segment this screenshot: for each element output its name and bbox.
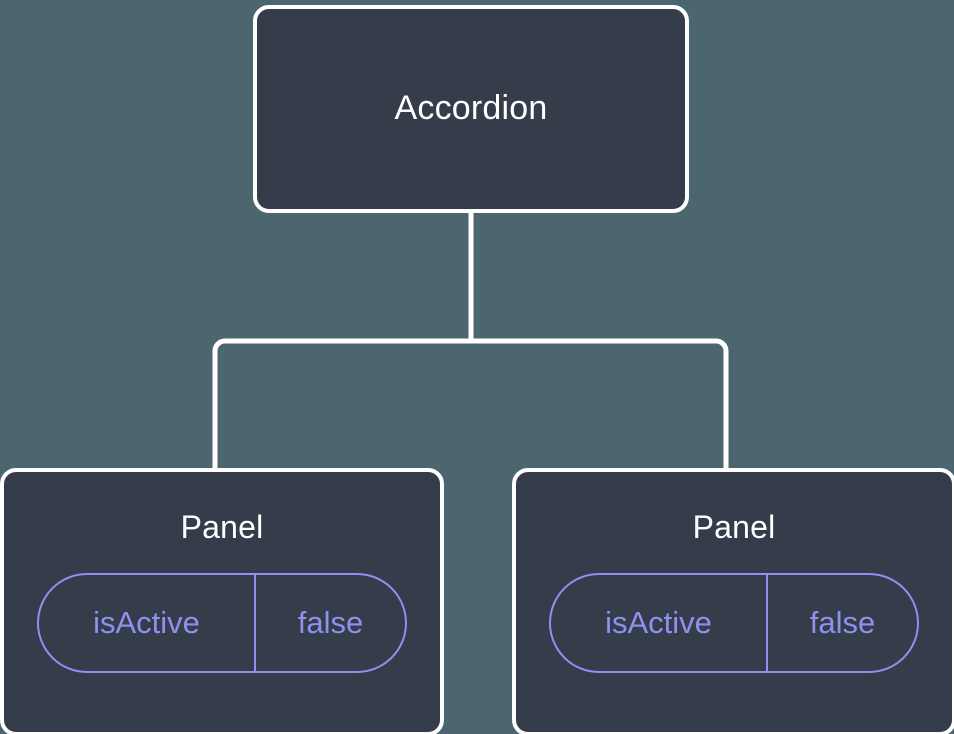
state-value-panel-2: false <box>809 605 876 641</box>
state-key-panel-1: isActive <box>39 575 256 672</box>
node-panel-2[interactable]: Panel isActive false <box>512 468 954 734</box>
state-key-panel-2: isActive <box>551 575 768 672</box>
edge-bus-left <box>212 338 471 472</box>
node-panel-1[interactable]: Panel isActive false <box>0 468 444 734</box>
state-badge-panel-1[interactable]: isActive false <box>37 573 407 674</box>
state-value-panel-1: false <box>297 605 364 641</box>
node-panel-2-label: Panel <box>692 509 776 545</box>
node-accordion[interactable]: Accordion <box>253 5 689 213</box>
node-accordion-label: Accordion <box>394 89 548 128</box>
node-panel-1-label: Panel <box>180 509 264 545</box>
edge-bus-right <box>471 338 729 472</box>
state-badge-panel-2[interactable]: isActive false <box>549 573 919 674</box>
